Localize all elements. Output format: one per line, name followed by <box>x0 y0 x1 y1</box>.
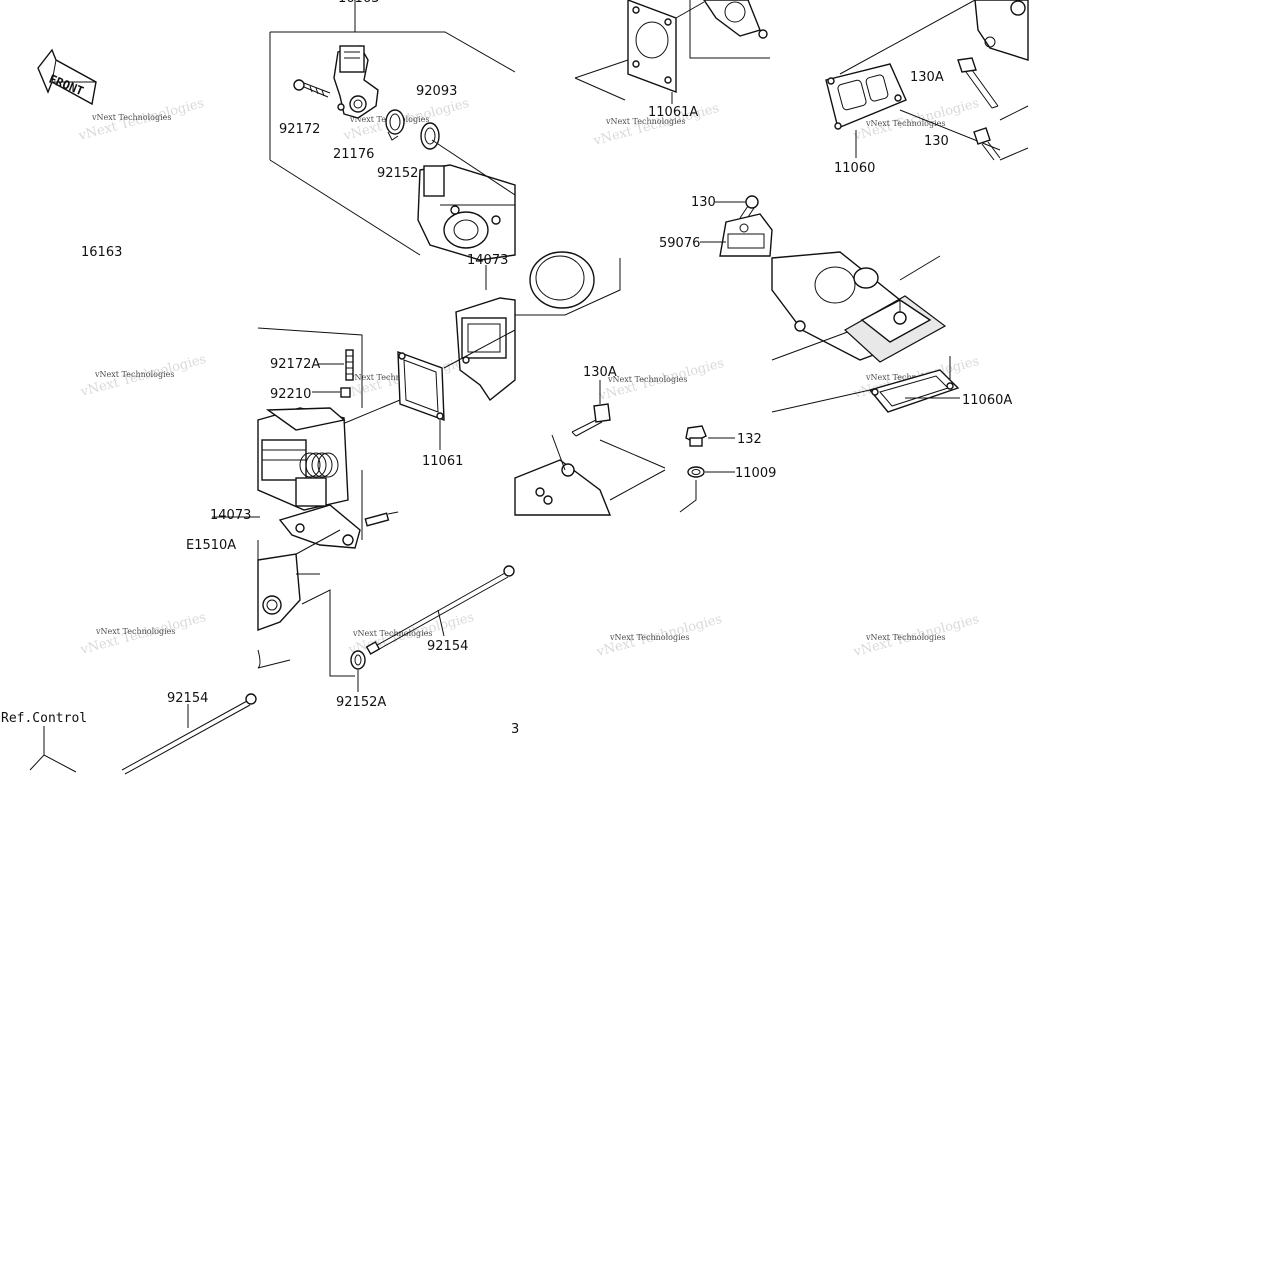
label-16163-top: 16163 <box>338 0 379 6</box>
center-assembly-group <box>455 251 735 516</box>
label-92093: 92093 <box>416 84 457 99</box>
label-92154-left: 92154 <box>167 691 208 706</box>
washer-92093-icon <box>420 122 440 150</box>
part-labels: 16163 16163 92172 21176 92152 92093 1106… <box>1 0 1012 737</box>
watermark-10: vNext Technologies <box>352 629 432 638</box>
throttle-sensor-group <box>269 0 516 261</box>
collar-92152a-icon <box>350 650 366 670</box>
shaft-92154-left-icon <box>121 693 257 775</box>
watermark-8: vNext Technologies <box>865 373 945 382</box>
bolt-92172-icon <box>293 79 331 98</box>
label-92154-mid: 92154 <box>427 639 468 654</box>
gasket-11061a-group <box>574 0 770 104</box>
label-92172: 92172 <box>279 122 320 137</box>
gasket-11061-icon <box>397 350 445 422</box>
watermark-6: vNext Technologies <box>349 373 429 382</box>
ref-control-marker <box>29 726 77 773</box>
watermark-1: vNext Technologies <box>91 113 171 122</box>
stud-92172a-icon <box>345 349 354 381</box>
label-16163: 16163 <box>81 245 122 260</box>
watermark-12: vNext Technologies <box>865 633 945 642</box>
washer-11009-icon <box>687 466 705 478</box>
bolt-130a-top-icon <box>957 57 999 109</box>
label-92172a: 92172A <box>270 357 320 372</box>
intake-housing-right-group <box>700 195 960 413</box>
label-11061: 11061 <box>422 454 463 469</box>
label-130-mid: 130 <box>691 195 716 210</box>
label-92152a: 92152A <box>336 695 386 710</box>
throttle-spring-icon <box>299 452 339 478</box>
label-92210: 92210 <box>270 387 311 402</box>
label-130a-mid: 130A <box>583 365 617 380</box>
label-3: 3 <box>511 722 519 737</box>
nut-92210-icon <box>340 387 351 398</box>
front-arrow-icon: FRONT <box>37 48 97 106</box>
label-59076: 59076 <box>659 236 700 251</box>
label-130-top: 130 <box>924 134 949 149</box>
lower-left-group <box>29 553 515 775</box>
o-ring-92152-icon <box>385 109 405 141</box>
gasket-11060a-icon <box>868 369 960 413</box>
label-11009: 11009 <box>735 466 776 481</box>
label-92152: 92152 <box>377 166 418 181</box>
label-11061a: 11061A <box>648 105 698 120</box>
label-e1510a: E1510A <box>186 538 236 553</box>
bracket-59076-icon <box>719 213 773 257</box>
watermark-7: vNext Technologies <box>607 375 687 384</box>
label-11060a: 11060A <box>962 393 1012 408</box>
gasket-11060-group <box>825 0 1029 161</box>
watermark-9: vNext Technologies <box>95 627 175 636</box>
label-14073-top: 14073 <box>467 253 508 268</box>
throttle-body-upper-icon <box>417 139 516 261</box>
watermark-4: vNext Technologies <box>865 119 945 128</box>
label-14073: 14073 <box>210 508 251 523</box>
label-21176: 21176 <box>333 147 374 162</box>
stud-14073-icon <box>364 512 390 527</box>
bolt-132-icon <box>685 425 707 447</box>
bolt-130-top-icon <box>973 127 1001 161</box>
throttle-body-left-group <box>212 327 516 576</box>
watermarks: vNext Technologies vNext Technologies vN… <box>76 96 981 660</box>
bolt-130a-mid-icon <box>571 403 611 437</box>
label-ref-control: Ref.Control <box>1 711 87 726</box>
watermark-11: vNext Technologies <box>609 633 689 642</box>
label-132: 132 <box>737 432 762 447</box>
watermark-5: vNext Technologies <box>94 370 174 379</box>
watermark-3: vNext Technologies <box>605 117 685 126</box>
throttle-position-sensor-icon <box>333 45 379 119</box>
label-11060: 11060 <box>834 161 875 176</box>
label-130a-top: 130A <box>910 70 944 85</box>
